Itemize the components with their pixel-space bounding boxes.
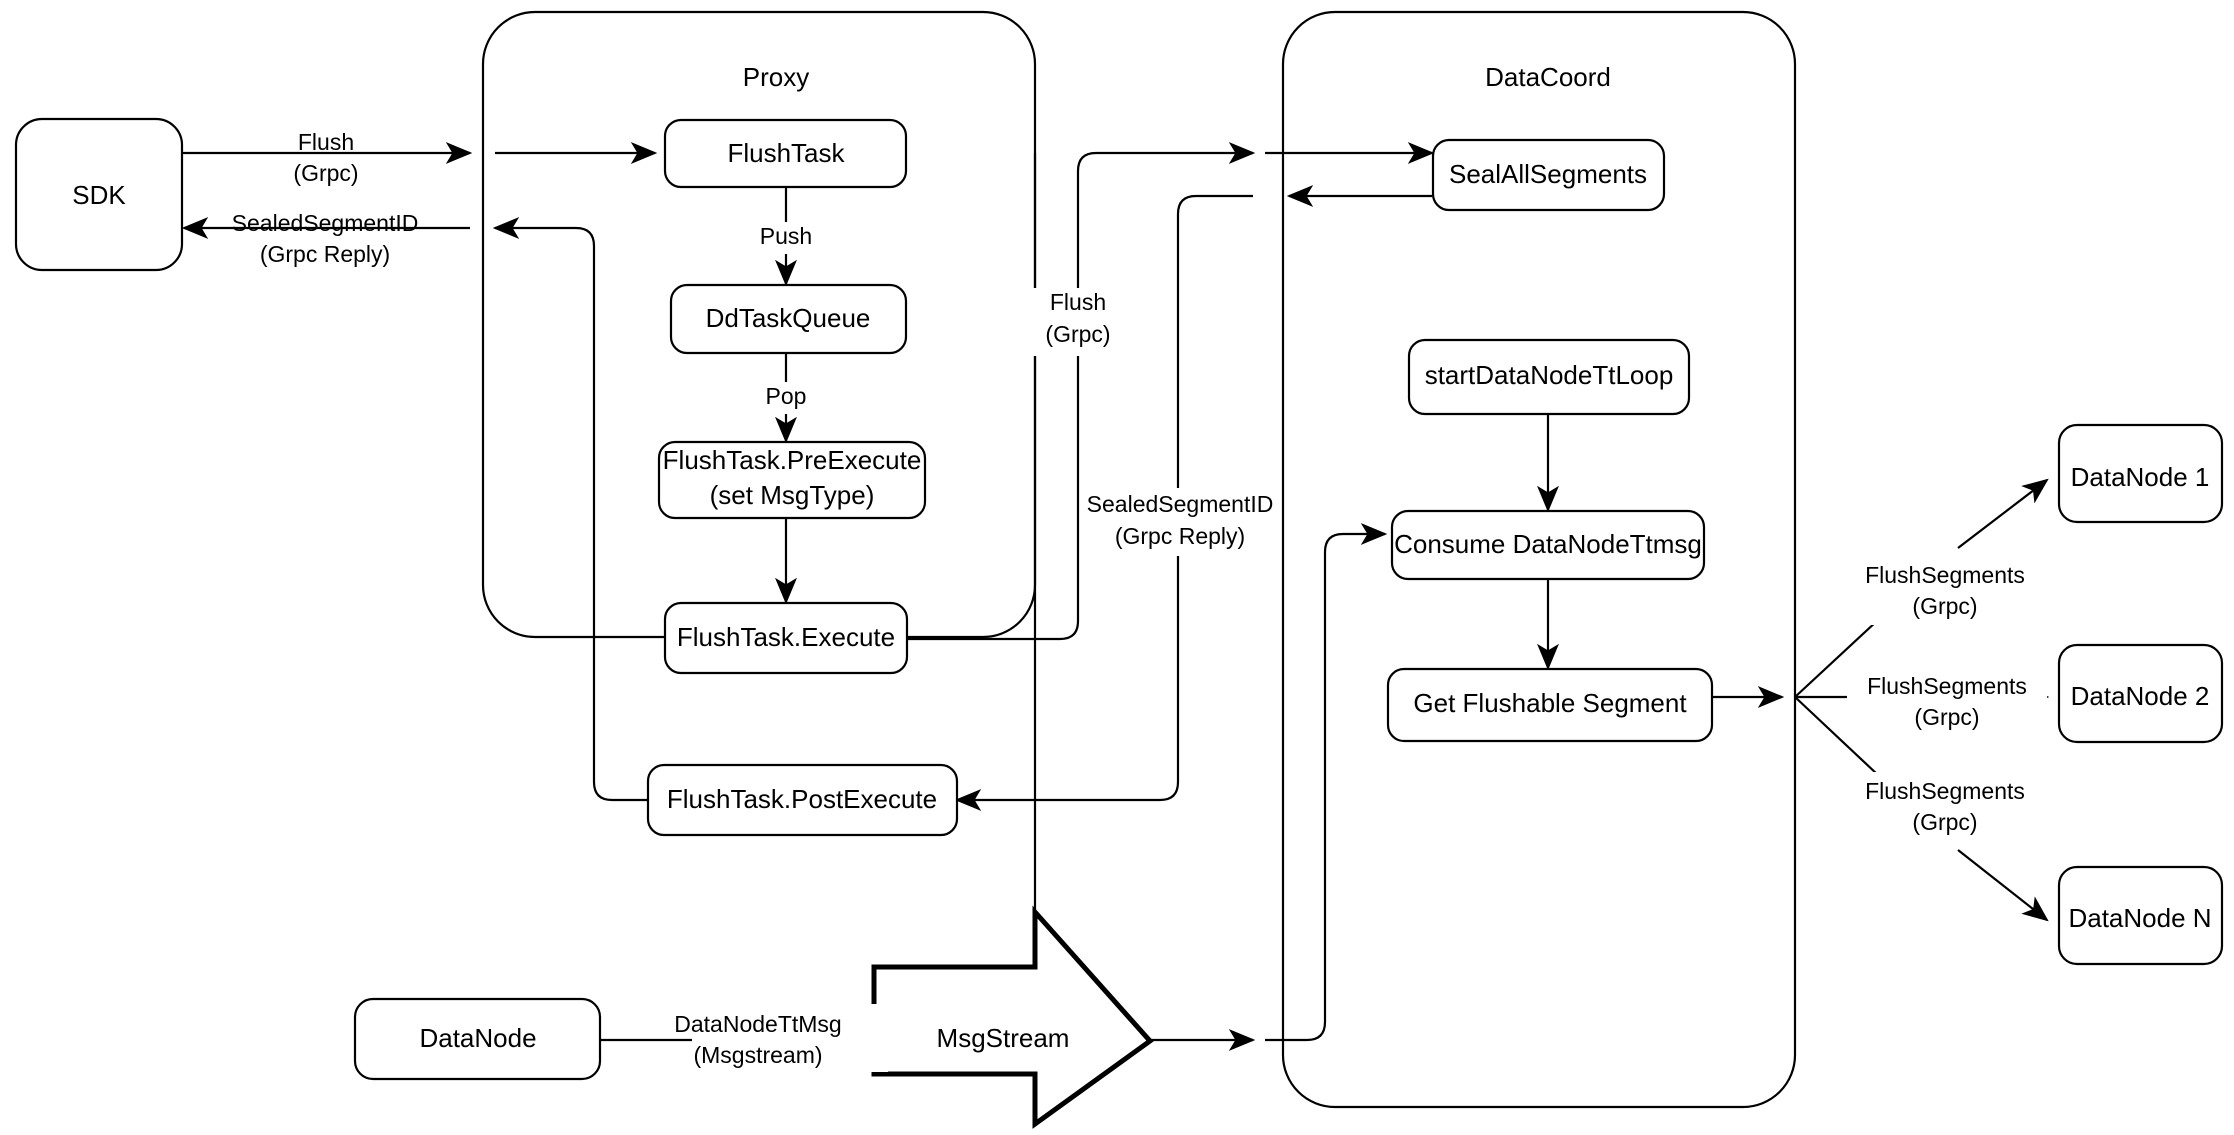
postexecute-label: FlushTask.PostExecute bbox=[667, 784, 937, 814]
label-flushsegments-n-line2: (Grpc) bbox=[1912, 809, 1977, 835]
node-datanode-1[interactable]: DataNode 1 bbox=[2057, 423, 2224, 524]
fsn-bg bbox=[1845, 772, 2045, 840]
datanode-source-box[interactable] bbox=[353, 997, 602, 1081]
seal-all-segments-label: SealAllSegments bbox=[1449, 159, 1647, 189]
label-flushsegments-1-line1: FlushSegments bbox=[1865, 562, 2025, 588]
edge-hub-to-dnN-stub bbox=[1794, 696, 1879, 776]
label-datanode-ttmsg-line1: DataNodeTtMsg bbox=[674, 1011, 841, 1037]
edge-hub-to-datanode-n bbox=[1957, 849, 2049, 922]
node-datanode-2[interactable]: DataNode 2 bbox=[2057, 643, 2224, 744]
preexecute-label-line1: FlushTask.PreExecute bbox=[663, 445, 922, 475]
node-flush-task-preexecute[interactable]: FlushTask.PreExecute (set MsgType) bbox=[657, 440, 927, 520]
edge-label-flushsegments-1: FlushSegments (Grpc) bbox=[1845, 557, 2045, 625]
label-sealed-coord-line1: SealedSegmentID bbox=[1087, 491, 1274, 517]
edge-label-flushsegments-2: FlushSegments (Grpc) bbox=[1847, 666, 2047, 734]
edge-label-coord-to-proxy: SealedSegmentID (Grpc Reply) bbox=[1085, 488, 1275, 556]
consume-ttmsg-box[interactable] bbox=[1390, 509, 1706, 581]
seal-all-segments-box[interactable] bbox=[1431, 138, 1666, 212]
edge-postexecute-to-sdk-reply bbox=[492, 217, 655, 802]
datacoord-container-title: DataCoord bbox=[1485, 62, 1611, 92]
msgstream-arrow-shape[interactable] bbox=[871, 905, 1154, 1129]
node-seal-all-segments[interactable]: SealAllSegments bbox=[1431, 138, 1666, 212]
proxy-container-title: Proxy bbox=[743, 62, 809, 92]
node-dd-task-queue[interactable]: DdTaskQueue bbox=[669, 283, 908, 355]
node-consume-datanode-ttmsg[interactable]: Consume DataNodeTtmsg bbox=[1390, 509, 1706, 581]
label-flush-grpc-line2: (Grpc) bbox=[293, 160, 358, 186]
datanode-source-label: DataNode bbox=[419, 1023, 536, 1053]
postexecute-box[interactable] bbox=[646, 763, 959, 837]
label-flush-coord-line2: (Grpc) bbox=[1045, 321, 1110, 347]
node-flush-task-postexecute[interactable]: FlushTask.PostExecute bbox=[646, 763, 959, 837]
datanode-n-label: DataNode N bbox=[2068, 903, 2211, 933]
consume-ttmsg-label: Consume DataNodeTtmsg bbox=[1394, 529, 1702, 559]
node-msgstream[interactable]: MsgStream bbox=[871, 905, 1154, 1129]
node-datanode-n[interactable]: DataNode N bbox=[2057, 865, 2224, 966]
dd-task-queue-box[interactable] bbox=[669, 283, 908, 355]
execute-label: FlushTask.Execute bbox=[677, 622, 895, 652]
node-flush-task-execute[interactable]: FlushTask.Execute bbox=[663, 601, 909, 675]
label-flush-grpc-line1: Flush bbox=[298, 129, 354, 155]
edge-label-proxy-to-sdk: SealedSegmentID (Grpc Reply) bbox=[232, 210, 419, 267]
edge-hub-to-datanode-1 bbox=[1957, 478, 2049, 549]
label-sealedsegmentid-line1: SealedSegmentID bbox=[232, 210, 419, 236]
edge-label-sdk-to-proxy: Flush (Grpc) bbox=[293, 129, 358, 186]
edge-label-proxy-to-coord: Flush (Grpc) bbox=[1022, 288, 1134, 356]
label-sealedsegmentid-line2: (Grpc Reply) bbox=[260, 241, 390, 267]
sdk-label: SDK bbox=[72, 180, 126, 210]
flush-grpc-coord-bg bbox=[1022, 288, 1134, 356]
flush-task-label: FlushTask bbox=[727, 138, 845, 168]
node-get-flushable-segment[interactable]: Get Flushable Segment bbox=[1386, 667, 1714, 743]
sdk-box[interactable] bbox=[14, 117, 184, 272]
label-flushsegments-1-line2: (Grpc) bbox=[1912, 593, 1977, 619]
get-flushable-segment-label: Get Flushable Segment bbox=[1413, 688, 1687, 718]
datanode-n-box[interactable] bbox=[2057, 865, 2224, 966]
fs2-bg bbox=[1847, 666, 2047, 734]
label-flushsegments-2-line2: (Grpc) bbox=[1914, 704, 1979, 730]
node-start-datanode-tt-loop[interactable]: startDataNodeTtLoop bbox=[1407, 338, 1691, 416]
edge-datacoord-boundary-to-consume bbox=[1265, 523, 1388, 1042]
label-sealed-coord-line2: (Grpc Reply) bbox=[1115, 523, 1245, 549]
start-tt-loop-label: startDataNodeTtLoop bbox=[1425, 360, 1674, 390]
edge-execute-to-datacoord bbox=[907, 142, 1256, 641]
datanode-1-label: DataNode 1 bbox=[2071, 462, 2210, 492]
label-push: Push bbox=[760, 223, 812, 249]
preexecute-box[interactable] bbox=[657, 440, 927, 520]
sealed-coord-bg bbox=[1085, 488, 1275, 556]
edge-label-flushsegments-n: FlushSegments (Grpc) bbox=[1845, 772, 2045, 840]
ttmsg-bg bbox=[692, 1004, 888, 1072]
node-flush-task[interactable]: FlushTask bbox=[663, 118, 908, 189]
execute-box[interactable] bbox=[663, 601, 909, 675]
node-sdk[interactable]: SDK bbox=[14, 117, 184, 272]
label-datanode-ttmsg-line2: (Msgstream) bbox=[693, 1042, 822, 1068]
get-flushable-segment-box[interactable] bbox=[1386, 667, 1714, 743]
datanode-2-label: DataNode 2 bbox=[2071, 681, 2210, 711]
label-pop: Pop bbox=[766, 383, 807, 409]
label-flushsegments-n-line1: FlushSegments bbox=[1865, 778, 2025, 804]
datanode-1-box[interactable] bbox=[2057, 423, 2224, 524]
flush-task-box[interactable] bbox=[663, 118, 908, 189]
fs1-bg bbox=[1845, 557, 2045, 625]
dd-task-queue-label: DdTaskQueue bbox=[706, 303, 871, 333]
start-tt-loop-box[interactable] bbox=[1407, 338, 1691, 416]
datanode-2-box[interactable] bbox=[2057, 643, 2224, 744]
msgstream-label: MsgStream bbox=[937, 1023, 1070, 1053]
label-flushsegments-2-line1: FlushSegments bbox=[1867, 673, 2027, 699]
edge-label-datanode-ttmsg: DataNodeTtMsg (Msgstream) bbox=[674, 1004, 888, 1072]
label-flush-coord-line1: Flush bbox=[1050, 289, 1106, 315]
node-datanode-source[interactable]: DataNode bbox=[353, 997, 602, 1081]
pop-label-bg bbox=[756, 382, 816, 414]
edge-hub-to-dn1-stub bbox=[1794, 619, 1879, 698]
preexecute-label-line2: (set MsgType) bbox=[710, 480, 875, 510]
push-label-bg bbox=[752, 222, 820, 254]
